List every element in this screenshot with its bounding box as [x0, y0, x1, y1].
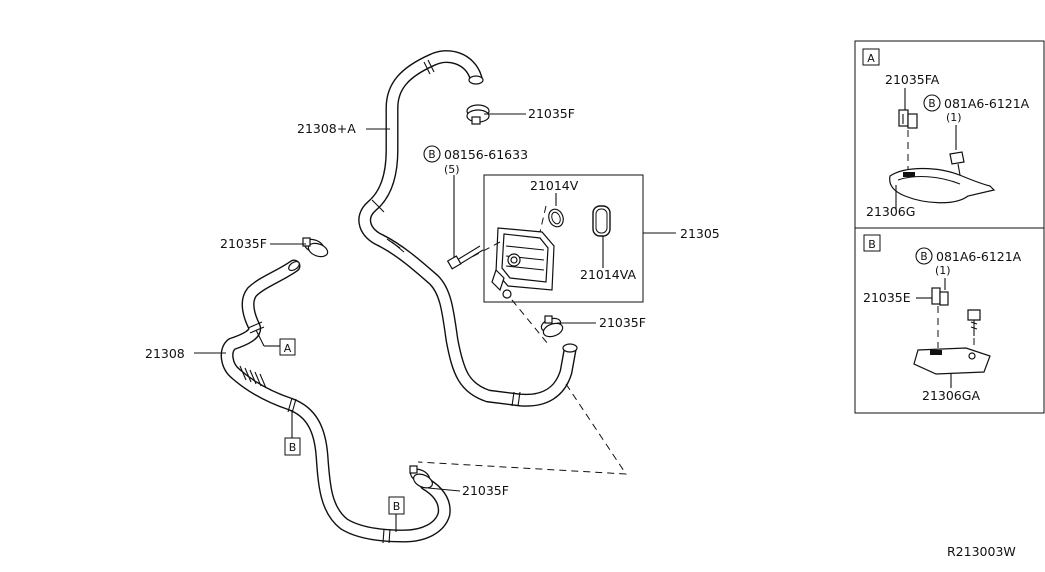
detail-a-clip-label: 21035FA [885, 72, 940, 87]
detail-b-bolt-symbol: B [915, 247, 933, 265]
guide-lines [417, 205, 627, 475]
detail-a-bracket [889, 167, 996, 204]
hose-upper [358, 50, 578, 407]
label-clamp-upper: 21035F [528, 106, 575, 121]
marker-a-letter: A [284, 342, 292, 355]
label-bolt-qty: (5) [444, 163, 460, 176]
clamp-upper [466, 104, 490, 125]
o-ring-small [548, 208, 564, 228]
label-o-ring-large: 21014VA [580, 267, 637, 282]
label-clamp-left: 21035F [220, 236, 267, 251]
label-clamp-lower: 21035F [462, 483, 509, 498]
leader-lines [194, 113, 676, 532]
detail-a-bolt-qty: (1) [946, 111, 962, 124]
detail-panel-a: A 21035FA B 081A6-6121A (1) 21306G [854, 40, 1045, 229]
clamp-lower [409, 465, 434, 489]
detail-a-clip [898, 109, 918, 129]
detail-a-bracket-label: 21306G [866, 204, 915, 219]
o-ring-large [592, 205, 611, 237]
detail-b-bracket [913, 347, 991, 375]
hose-lower-corrugation [239, 365, 267, 389]
hose-lower [220, 259, 451, 544]
detail-a-bolt-symbol: B [923, 94, 941, 112]
label-clamp-mid: 21035F [599, 315, 646, 330]
label-oil-cooler-assy: 21305 [680, 226, 720, 241]
marker-b-bottom-letter: B [393, 500, 401, 513]
oil-cooler-frame [483, 174, 644, 303]
oil-cooler [491, 227, 555, 299]
marker-a: A [279, 338, 296, 356]
label-o-ring-small: 21014V [530, 178, 579, 193]
detail-b-clip-label: 21035E [863, 290, 911, 305]
marker-b-left: B [284, 437, 301, 456]
detail-b-bolt-qty: (1) [935, 264, 951, 277]
detail-panel-b: B B 081A6-6121A (1) 21035E 21306GA [854, 227, 1045, 414]
detail-b-bolt [967, 309, 981, 336]
detail-a-bolt-symbol-letter: B [928, 98, 935, 110]
marker-b-bottom: B [388, 496, 405, 515]
label-bolt-code: 08156-61633 [444, 147, 528, 162]
bolt-symbol-main: B [423, 145, 441, 163]
detail-b-clip [931, 287, 949, 306]
detail-b-bolt-symbol-letter: B [920, 251, 927, 263]
clamp-mid [540, 315, 564, 338]
detail-a-tag: A [867, 52, 875, 65]
clamp-left [302, 237, 329, 258]
detail-b-bolt-code: 081A6-6121A [936, 249, 1022, 264]
detail-b-tag: B [868, 238, 876, 251]
label-hose-lower: 21308 [145, 346, 185, 361]
label-hose-upper: 21308+A [297, 121, 356, 136]
diagram-code: R213003W [947, 544, 1016, 559]
marker-b-left-letter: B [289, 441, 297, 454]
detail-b-bracket-label: 21306GA [922, 388, 980, 403]
bolt-symbol-letter: B [428, 149, 435, 161]
bolt [446, 245, 484, 270]
detail-a-bolt-code: 081A6-6121A [944, 96, 1030, 111]
